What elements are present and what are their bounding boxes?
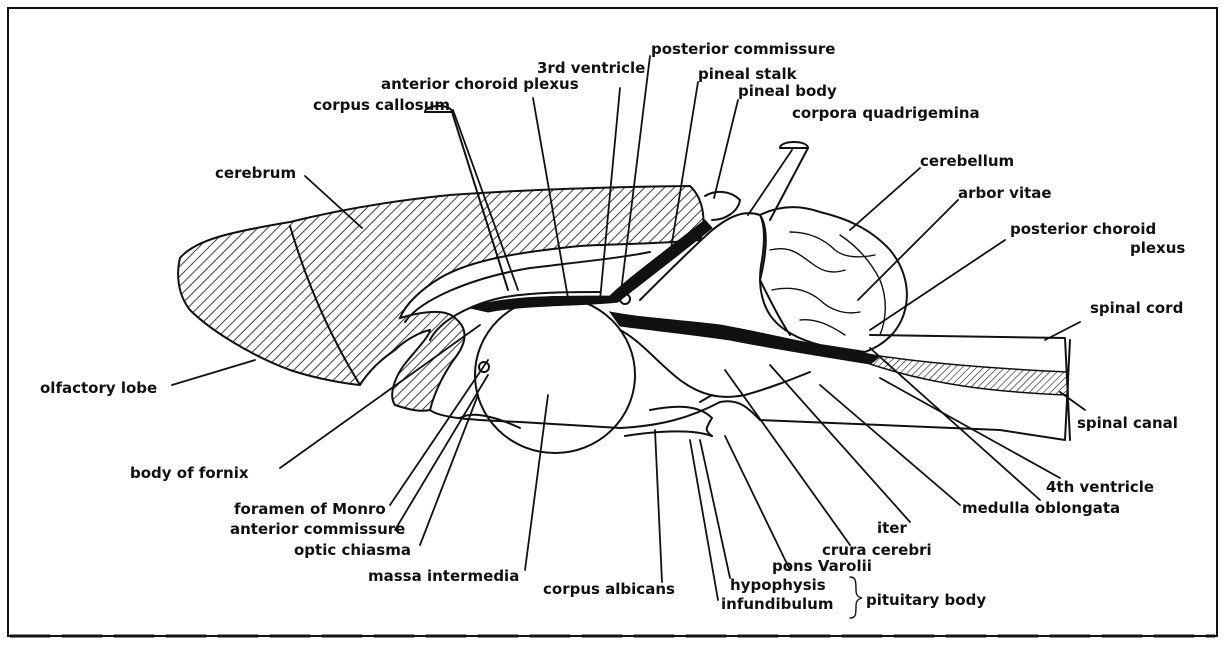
label-arbor-vitae: arbor vitae [958,184,1052,202]
arbor-vitae-1 [770,249,845,272]
label-cerebrum: cerebrum [215,164,296,182]
label-pituitary-body: pituitary body [866,591,986,609]
label-pineal-stalk: pineal stalk [698,65,798,83]
cerebellum-outline [760,207,907,352]
infundibulum-shape [625,431,712,436]
label-4th-ventricle: 4th ventricle [1046,478,1154,496]
label-corpus-albicans: corpus albicans [543,580,675,598]
label-foramen-of-monro: foramen of Monro [234,500,386,518]
arbor-vitae-5 [840,235,885,335]
label-massa-intermedia: massa intermedia [368,567,519,585]
label-optic-chiasma: optic chiasma [294,541,411,559]
label-medulla-oblongata: medulla oblongata [962,499,1120,517]
ventral-outline [430,340,1070,440]
label-posterior-commissure: posterior commissure [651,40,835,58]
label-iter: iter [877,519,907,537]
cerebrum-shaded [178,186,703,411]
label-body-of-fornix: body of fornix [130,464,249,482]
label-spinal-canal: spinal canal [1077,414,1178,432]
label-hypophysis: hypophysis [730,576,826,594]
label-anterior-commissure: anterior commissure [230,520,405,538]
label-anterior-choroid-plexus: anterior choroid plexus [381,75,579,93]
label-spinal-cord: spinal cord [1090,299,1183,317]
label-olfactory-lobe: olfactory lobe [40,379,157,397]
mammillary-notch [700,395,712,402]
label-cerebellum: cerebellum [920,152,1014,170]
label-posterior-choroid-1: posterior choroid [1010,220,1156,238]
arbor-vitae-2 [772,288,860,313]
iter-dark-band [610,312,880,364]
corpora-tube [770,148,808,220]
arbor-vitae-4 [800,320,845,335]
label-pons-varolii: pons Varolii [772,557,872,575]
pituitary-brace [850,577,862,618]
thalamus-oval [475,297,635,453]
label-posterior-choroid-2: plexus [1130,239,1185,257]
label-corpora-quadrigemina: corpora quadrigemina [792,104,980,122]
label-pineal-body: pineal body [738,82,837,100]
label-infundibulum: infundibulum [721,595,833,613]
label-corpus-callosum: corpus callosum [313,96,450,114]
